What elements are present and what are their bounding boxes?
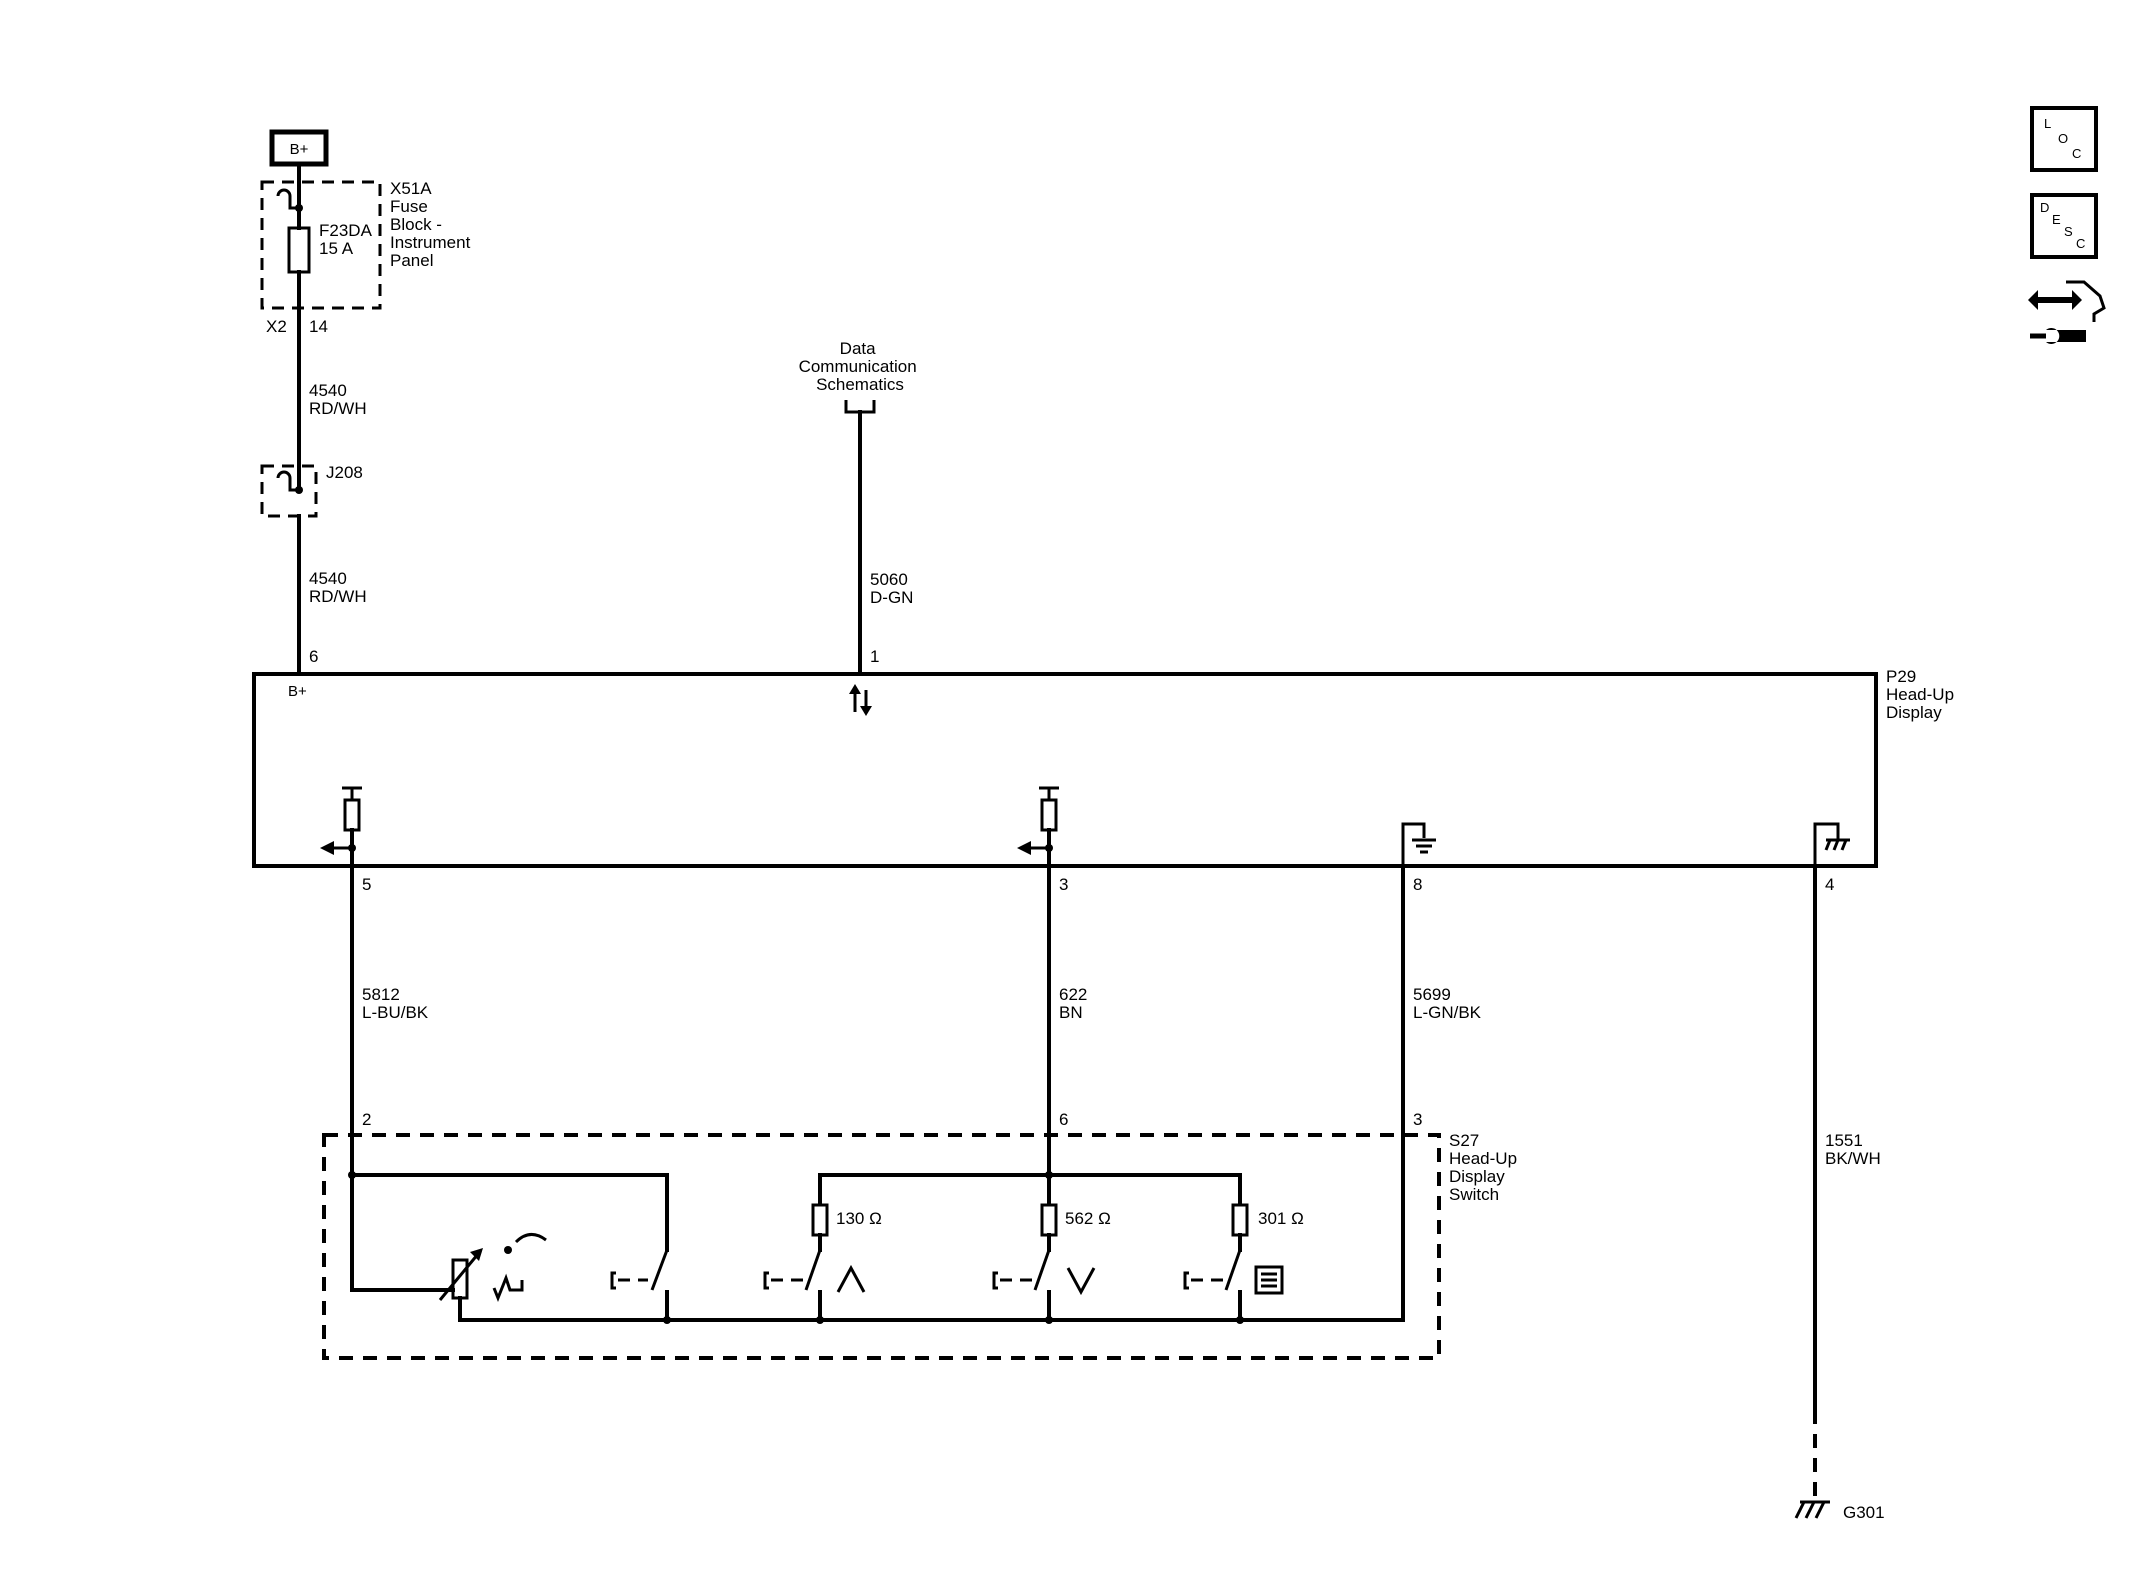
wire-622-label: 622 BN: [1059, 985, 1092, 1022]
connector-symbol-icon: [276, 470, 299, 492]
hud-label: P29 Head-Up Display: [1886, 667, 1959, 722]
bidirectional-arrows-icon: [849, 684, 872, 716]
resistor-130-icon: [811, 1203, 829, 1237]
svg-text:D: D: [2040, 200, 2049, 215]
wire-5812-label: 5812 L-BU/BK: [362, 985, 429, 1022]
hud-pin-3: 3: [1059, 875, 1068, 894]
hud-pin-data: 1: [870, 647, 879, 666]
desc-button[interactable]: D E S C: [2030, 193, 2098, 259]
ground-label: G301: [1843, 1503, 1885, 1522]
hud-bplus-label: B+: [288, 683, 307, 700]
svg-text:C: C: [2072, 146, 2081, 161]
resistor-301-icon: [1231, 1203, 1249, 1237]
wire-5699-label: 5699 L-GN/BK: [1413, 985, 1482, 1022]
splice-label: J208: [326, 463, 363, 482]
fuse-label: F23DA 15 A: [319, 221, 376, 258]
data-comm-label: Data Communication Schematics: [799, 339, 922, 394]
fuse-icon: [287, 226, 311, 274]
data-comm-reference: Data Communication Schematics 5060 D-GN: [799, 339, 922, 676]
up-switch: 130 Ω: [763, 1173, 882, 1322]
resistor-130-label: 130 Ω: [836, 1209, 882, 1228]
switch-label: S27 Head-Up Display Switch: [1449, 1131, 1522, 1204]
chassis-ground-icon: [1813, 822, 1850, 866]
hud-pin-bplus: 6: [309, 647, 318, 666]
switch-pin-2: 2: [362, 1110, 371, 1129]
dimmer-rheostat-icon: [438, 1248, 483, 1322]
caret-down-icon: [1066, 1267, 1096, 1296]
connector-symbol-icon: [276, 188, 299, 210]
connector-tool-icon[interactable]: [2028, 280, 2106, 344]
wire-4540-lower-label: 4540 RD/WH: [309, 569, 367, 606]
head-up-display-switch: S27 Head-Up Display Switch 2 6 3: [322, 1110, 1522, 1360]
arrow-left-icon: [320, 841, 334, 855]
menu-switch: 301 Ω: [1183, 1173, 1304, 1322]
head-up-display-module: P29 Head-Up Display 6 B+ 1: [252, 647, 1959, 894]
down-switch: 562 Ω: [992, 1173, 1111, 1322]
hud-pin-8: 8: [1413, 875, 1422, 894]
caret-up-icon: [836, 1264, 866, 1293]
svg-text:C: C: [2076, 236, 2085, 251]
arrow-left-icon: [1017, 841, 1031, 855]
wire-5060-label: 5060 D-GN: [870, 570, 913, 607]
resistor-562-label: 562 Ω: [1065, 1209, 1111, 1228]
resistor-301-label: 301 Ω: [1258, 1209, 1304, 1228]
resistor-562-icon: [1040, 1203, 1058, 1237]
wire-1551-label: 1551 BK/WH: [1825, 1131, 1881, 1168]
svg-text:O: O: [2058, 131, 2068, 146]
hud-pin-4: 4: [1825, 875, 1834, 894]
power-label: B+: [290, 141, 309, 158]
wire-4540-upper-label: 4540 RD/WH: [309, 381, 367, 418]
switch-pin-6: 6: [1059, 1110, 1068, 1129]
splice-j208: J208: [260, 463, 363, 518]
fuse-block: F23DA 15 A X51A Fuse Block - Instrument …: [260, 162, 475, 336]
svg-text:L: L: [2044, 116, 2051, 131]
ground-g301: G301: [1794, 1410, 1885, 1522]
loc-button[interactable]: L O C: [2030, 106, 2098, 172]
pullup-resistor-pin3: [1017, 786, 1059, 868]
fuse-connector-label: X2: [266, 317, 287, 336]
menu-list-icon: [1254, 1265, 1284, 1295]
brightness-wheel-icon: [492, 1233, 547, 1303]
svg-text:S: S: [2064, 224, 2073, 239]
pullup-resistor-pin5: [320, 786, 362, 868]
signal-ground-icon: [1401, 822, 1436, 866]
svg-text:E: E: [2052, 212, 2061, 227]
hud-pin-5: 5: [362, 875, 371, 894]
fuse-block-label: X51A Fuse Block - Instrument Panel: [390, 179, 475, 270]
hud-switch-contact: [610, 1249, 669, 1322]
switch-pin-3: 3: [1413, 1110, 1422, 1129]
fuse-pin-label: 14: [309, 317, 328, 336]
power-source: B+: [269, 129, 329, 167]
